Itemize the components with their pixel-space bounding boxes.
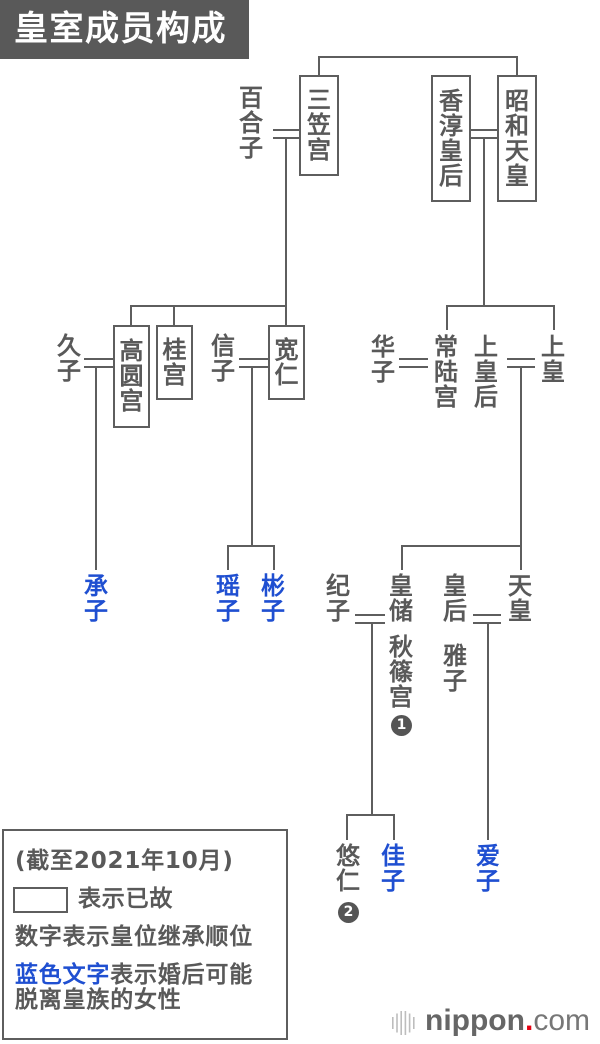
member-box-kojun: 香淳皇后 [431,75,471,202]
logo-icon-bar [400,1011,402,1035]
member-name-aiko: 爱子 [476,842,500,895]
member-name-empress-emerita: 上皇后 [474,333,498,411]
member-title-empress: 皇后 [443,572,467,625]
member-name-yuriko: 百合子 [239,84,263,162]
logo-wordmark: nippon [425,1004,525,1037]
logo-dot: . [524,1004,534,1037]
member-name-hitachi: 常陆宫 [434,333,458,411]
children-bar-tomohito [227,545,275,570]
legend-deceased-box-sample [13,887,68,913]
member-name-mikasa: 三笠宫 [307,86,331,164]
member-box-tomohito: 宽仁 [268,325,305,400]
succession-badge-akishino: 1 [391,715,412,736]
legend-blue-note-line2: 脱离皇族的女性 [15,987,182,1013]
children-bar-akishino [346,814,395,840]
legend-succession-note: 数字表示皇位继承顺位 [15,924,253,950]
member-name-emperor-emeritus: 上皇 [541,333,565,386]
member-name-akishino: 秋篠宫 [389,633,413,711]
logo-icon-bar [392,1017,394,1029]
member-title-akishino: 皇储 [389,572,413,625]
member-name-tomohito: 宽仁 [274,335,299,389]
member-box-showa: 昭和天皇 [497,75,537,202]
member-box-katsura: 桂宫 [156,325,193,400]
nippon-logo: nippon.com [425,1004,590,1038]
member-name-hisako: 久子 [57,332,81,385]
page-title: 皇室成员构成 [14,9,227,49]
member-name-yoko: 瑶子 [216,572,240,625]
logo-suffix: com [533,1004,590,1037]
sound-wave-icon [392,1011,415,1035]
member-name-hanako: 华子 [371,333,395,386]
legend: (截至2021年10月) 表示已故 数字表示皇位继承顺位 蓝色文字表示婚后可能 … [2,829,288,1040]
logo-icon-bar [396,1013,398,1033]
logo-icon-bar [408,1013,411,1033]
logo-icon-bar [404,1011,407,1035]
member-name-empress: 雅子 [443,642,467,695]
member-box-takamado: 高圆宫 [113,325,150,428]
legend-blue-note: 蓝色文字表示婚后可能 脱离皇族的女性 [15,963,253,1013]
sibling-connector-mikasa-showa [318,56,518,76]
legend-as-of-date: (截至2021年10月) [15,848,234,874]
children-bar-showa [446,305,555,330]
member-name-takamado: 高圆宫 [119,337,144,415]
member-name-hisahito: 悠仁 [336,842,360,895]
children-bar-mikasa [130,305,286,325]
member-name-kako: 佳子 [381,842,405,895]
legend-blue-note-highlight: 蓝色文字 [15,962,111,988]
member-name-akiko: 彬子 [261,572,285,625]
member-name-emperor: 天皇 [508,572,532,625]
title-bar: 皇室成员构成 [0,0,249,59]
member-name-nobuko: 信子 [211,332,235,385]
children-bar-emperor-emeritus [401,545,521,570]
member-box-mikasa: 三笠宫 [299,75,339,176]
member-name-kiko: 纪子 [326,572,350,625]
member-name-katsura: 桂宫 [162,335,187,389]
succession-badge-hisahito: 2 [338,902,359,923]
legend-blue-note-line1: 表示婚后可能 [110,962,254,988]
member-name-kojun: 香淳皇后 [439,86,463,190]
logo-icon-bar [413,1017,415,1029]
member-name-tsuguko: 承子 [84,572,108,625]
legend-deceased-note: 表示已故 [78,886,174,912]
member-name-showa: 昭和天皇 [505,86,529,190]
